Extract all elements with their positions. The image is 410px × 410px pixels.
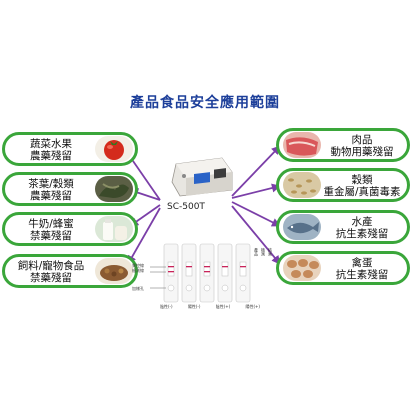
strip-result-label: 陰性(-) xyxy=(160,304,173,309)
pet-food-icon xyxy=(95,258,133,284)
eggs-icon xyxy=(283,255,321,281)
category-milk-honey: 牛奶/蜂蜜禁藥殘留 xyxy=(2,212,138,246)
category-name: 茶葉/穀類 xyxy=(28,178,74,190)
strip-extra-label: 檢測 xyxy=(261,248,266,256)
analyzer-device xyxy=(171,157,233,197)
category-name: 禽蛋 xyxy=(351,257,373,269)
category-name: 飼料/寵物食品 xyxy=(17,260,85,272)
tomato-icon xyxy=(95,136,133,162)
category-name: 肉品 xyxy=(351,134,373,146)
category-residue: 農藥殘留 xyxy=(30,190,72,202)
arrow-to-meat xyxy=(231,145,281,197)
category-residue: 禁藥殘留 xyxy=(30,230,72,242)
page-title: 產品食品安全應用範圍 xyxy=(130,95,280,111)
milk-icon xyxy=(95,216,133,242)
device-model-label: SC-500T xyxy=(167,202,205,212)
strip-label-control-line: 質控線 xyxy=(132,263,144,268)
category-grains: 穀類重金屬/真菌毒素 xyxy=(276,168,410,202)
arrow-to-fish xyxy=(231,201,281,227)
test-strip-cassettes xyxy=(163,243,251,303)
category-name: 蔬菜水果 xyxy=(30,138,72,150)
category-name: 牛奶/蜂蜜 xyxy=(28,218,74,230)
category-meat: 肉品動物用藥殘留 xyxy=(276,128,410,162)
grain-icon xyxy=(283,172,321,198)
arrow-to-eggs xyxy=(231,205,281,265)
category-name: 水產 xyxy=(351,216,373,228)
category-tea-grain: 茶葉/穀類農藥殘留 xyxy=(2,172,138,206)
strip-extra-label: 結果 xyxy=(268,248,273,256)
category-residue: 農藥殘留 xyxy=(30,150,72,162)
strip-extra-label: 產品 xyxy=(254,248,259,256)
category-residue: 禁藥殘留 xyxy=(30,272,72,284)
category-residue: 動物用藥殘留 xyxy=(330,146,394,158)
tea-leaves-icon xyxy=(95,176,133,202)
strip-label-test-line: 檢測線 xyxy=(132,268,144,273)
strip-result-label: 陽性(+) xyxy=(245,304,260,309)
strip-result-label: 陽性(-) xyxy=(187,304,201,309)
category-seafood: 水產抗生素殘留 xyxy=(276,210,410,244)
strip-result-label: 陰性(+) xyxy=(215,304,231,309)
category-residue: 抗生素殘留 xyxy=(335,269,389,281)
arrow-to-grain xyxy=(231,183,281,199)
category-residue: 重金屬/真菌毒素 xyxy=(323,186,401,198)
test-strip-panel: 質控線 檢測線 加樣孔 陰性(-) 陽性(-) 陰性(+) 陽性(+) 產品 檢… xyxy=(130,240,278,316)
strip-label-sample-well: 加樣孔 xyxy=(132,286,144,291)
meat-icon xyxy=(283,132,321,158)
category-name: 穀類 xyxy=(351,174,373,186)
fish-icon xyxy=(283,214,321,240)
category-feed-petfood: 飼料/寵物食品禁藥殘留 xyxy=(2,254,138,288)
category-vegetables: 蔬菜水果農藥殘留 xyxy=(2,132,138,166)
arrow-to-feed xyxy=(127,207,161,265)
category-residue: 抗生素殘留 xyxy=(335,228,389,240)
category-eggs: 禽蛋抗生素殘留 xyxy=(276,251,410,285)
